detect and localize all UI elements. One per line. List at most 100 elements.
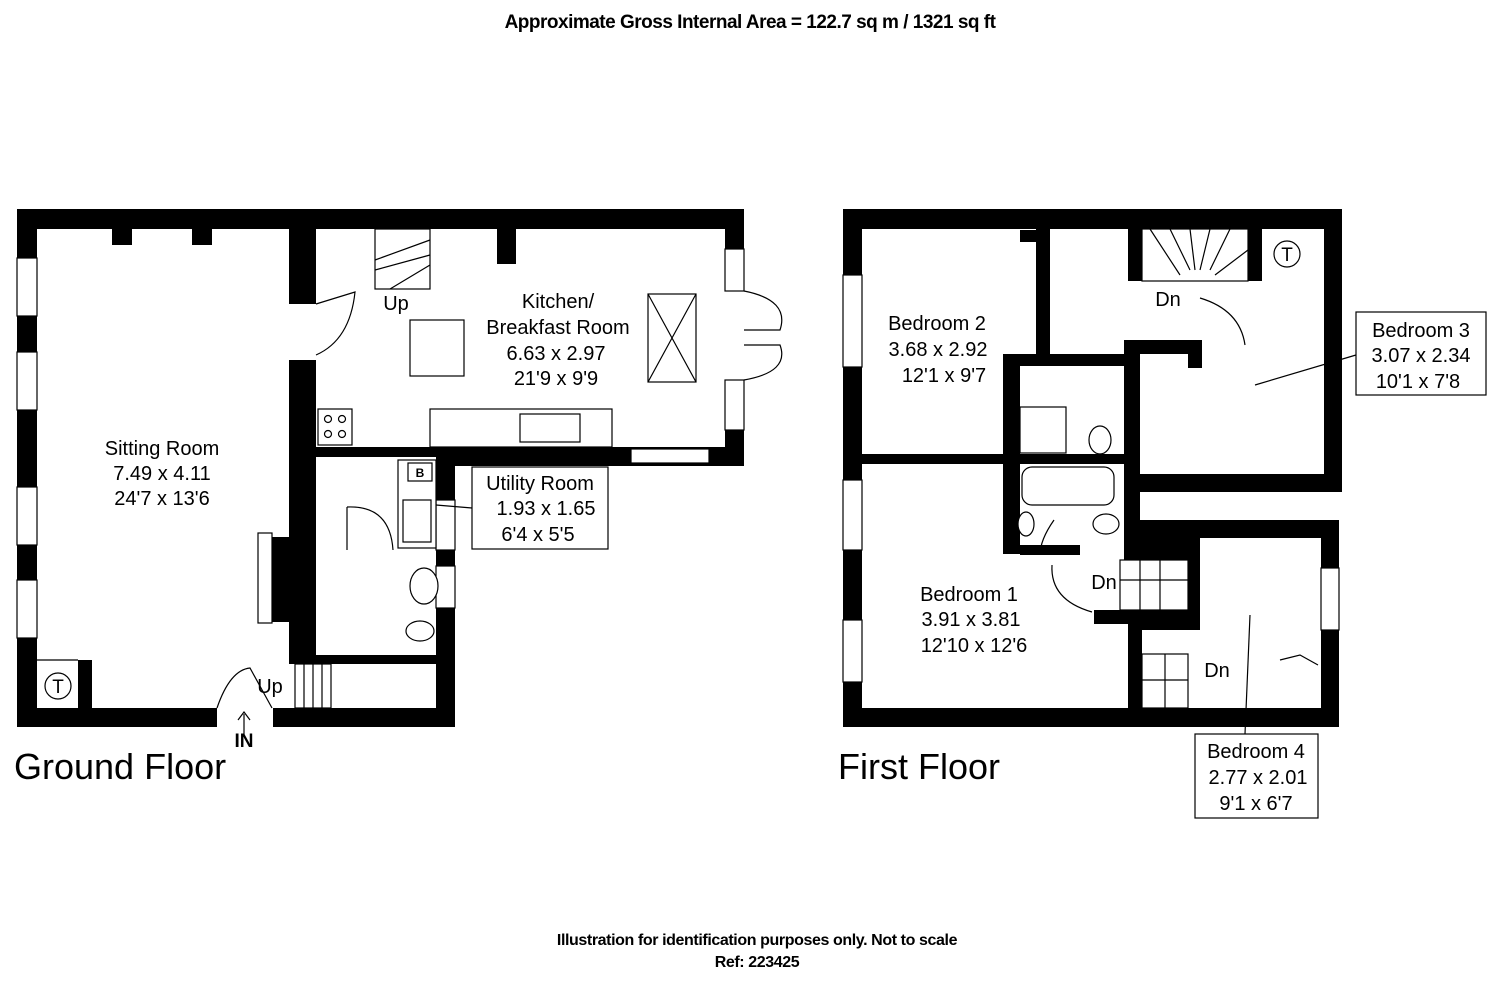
bedroom2-metric: 3.68 x 2.92 — [889, 339, 988, 361]
utility-sink-icon — [402, 499, 432, 543]
bedroom4-name: Bedroom 4 — [1207, 741, 1305, 763]
bedroom3-label-pointer — [1254, 354, 1357, 386]
hob-icon — [317, 408, 353, 446]
window — [724, 379, 745, 431]
utility-room-metric: 1.93 x 1.65 — [497, 498, 596, 520]
gf-french-doors — [743, 290, 783, 381]
reference-number: Ref: 223425 — [714, 954, 800, 971]
ff-bath-right-wall — [1124, 340, 1140, 570]
ff-wall — [1248, 229, 1262, 281]
gf-chimney — [271, 537, 289, 622]
ff-door — [1187, 569, 1198, 626]
utility-label-pointer — [435, 504, 473, 509]
stair-treads — [374, 239, 431, 290]
bedroom1-name: Bedroom 1 — [920, 584, 1018, 606]
bedroom4-label-box — [1194, 733, 1319, 819]
gf-pier — [192, 229, 212, 245]
ff-door — [1039, 519, 1055, 556]
window — [16, 579, 38, 639]
gf-kitchen-right-wall-a — [725, 209, 744, 249]
ff-stairs-dn-label-3: Dn — [1204, 660, 1230, 682]
bedroom4-metric: 2.77 x 2.01 — [1209, 767, 1308, 789]
hob-ring — [337, 414, 347, 424]
ff-tank-icon — [1273, 240, 1301, 268]
window — [630, 448, 710, 464]
ff-bed1-stairs — [1119, 559, 1189, 611]
gf-kitchen-island — [409, 319, 465, 377]
gf-kitchen-stairs — [374, 228, 431, 290]
window — [842, 619, 863, 683]
toilet-icon — [405, 620, 435, 642]
ground-floor-plan: B IN Up Up T Sitting Room 7.49 x 4.11 24… — [14, 209, 783, 787]
basin-icon — [1017, 511, 1035, 537]
sitting-room-metric: 7.49 x 4.11 — [113, 463, 210, 485]
entrance-arrow-icon — [237, 711, 251, 735]
gf-pier — [497, 229, 516, 264]
gf-kitchen-door — [315, 291, 356, 356]
window — [435, 565, 456, 609]
ff-bed1-door — [1051, 564, 1093, 613]
stair-treads — [1120, 560, 1188, 610]
stair-treads — [1142, 654, 1188, 708]
gf-divider-foot — [289, 650, 316, 664]
gf-front-door — [216, 667, 273, 709]
ground-floor-label: Ground Floor — [14, 746, 226, 787]
gf-tank-icon — [44, 672, 72, 700]
stair-treads — [303, 664, 323, 708]
gf-divider-bottom — [289, 360, 316, 650]
utility-room-name: Utility Room — [486, 473, 594, 495]
gross-area-title: Approximate Gross Internal Area = 122.7 … — [504, 12, 996, 33]
ff-bed3-bottom-wall — [1140, 474, 1342, 492]
ff-bath-bottom-wall — [1020, 545, 1080, 555]
hob-ring — [323, 414, 333, 424]
entrance-label: IN — [235, 731, 254, 752]
hob-ring — [323, 429, 333, 439]
window — [435, 499, 456, 551]
ff-bath-left-wall — [1003, 354, 1020, 554]
window — [16, 486, 38, 546]
utility-room-imperial: 6'4 x 5'5 — [501, 524, 574, 546]
kitchen-imperial: 21'9 x 9'9 — [514, 368, 598, 390]
sink-icon — [519, 413, 581, 443]
ff-bed3-door — [1199, 297, 1246, 346]
first-floor-label: First Floor — [838, 746, 1000, 787]
window — [16, 351, 38, 411]
gf-fireplace — [257, 532, 273, 624]
gf-cupboard-wall — [78, 660, 92, 708]
ff-wall — [1128, 229, 1142, 281]
basin-icon — [409, 567, 439, 605]
ff-top-wall — [843, 209, 1342, 229]
bedroom3-label-box — [1355, 311, 1487, 396]
gf-stairs-up-label: Up — [257, 676, 283, 698]
gf-kitchen-right-wall-b — [725, 430, 744, 466]
disclaimer: Illustration for identification purposes… — [556, 932, 958, 949]
boiler-label: B — [416, 466, 425, 480]
gf-utility-door — [346, 506, 394, 551]
ff-wall — [1128, 610, 1142, 708]
skylight-cross — [647, 293, 697, 383]
gf-tank-label: T — [52, 677, 64, 698]
sitting-room-imperial: 24'7 x 13'6 — [114, 488, 210, 510]
kitchen-name-line1: Kitchen/ — [522, 291, 595, 313]
window — [842, 479, 863, 551]
gf-divider-top — [289, 229, 316, 304]
first-floor-plan: T Dn Dn Dn Bedroom 2 3.68 x 2.92 12'1 x … — [838, 209, 1487, 819]
window — [724, 248, 745, 292]
window — [1320, 567, 1340, 631]
gf-bottom-wall-left — [17, 708, 217, 727]
ff-cupboard-door — [1279, 654, 1319, 666]
ff-bottom-wall — [843, 708, 1339, 727]
bedroom3-metric: 3.07 x 2.34 — [1372, 345, 1471, 367]
window — [842, 274, 863, 368]
ff-stairs-dn-label-1: Dn — [1155, 289, 1181, 311]
bedroom2-imperial: 12'1 x 9'7 — [902, 365, 986, 387]
boiler-icon — [407, 462, 433, 482]
gf-bottom-wall-right — [273, 708, 455, 727]
bedroom3-imperial: 10'1 x 7'8 — [1376, 371, 1460, 393]
ff-stairs-dn-label-2: Dn — [1091, 572, 1117, 594]
ff-main-stairs — [1141, 228, 1249, 282]
shower-icon — [1019, 406, 1067, 454]
gf-pier — [112, 229, 132, 245]
bedroom2-name: Bedroom 2 — [888, 313, 986, 335]
